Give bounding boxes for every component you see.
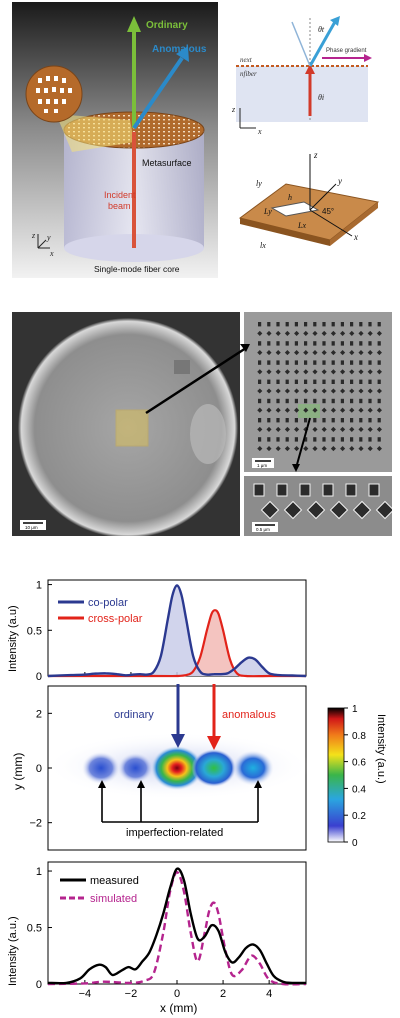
chart1-ytick-label: 1	[36, 580, 42, 592]
svg-text:z: z	[231, 105, 236, 114]
colorbar-tick-label: 0.2	[352, 811, 366, 822]
chart1-ytick-label: 0.5	[27, 625, 42, 637]
colorbar-tick-label: 0	[352, 838, 358, 849]
chart3-ytick-label: 0.5	[27, 923, 42, 935]
chart3-ytick-label: 1	[36, 866, 42, 878]
measured-simulated-chart: 0 0.5 1 −4 −2 0 2 4 measured simulated Intensit…	[7, 861, 307, 1015]
colorbar-tick-label: 0.8	[352, 731, 366, 742]
svg-text:x: x	[353, 232, 358, 242]
colorbar-tick-label: 0.6	[352, 758, 366, 769]
incident-label-2: beam	[108, 201, 131, 211]
measured-line	[47, 867, 307, 985]
co-polar-fill	[48, 585, 306, 676]
chart2-ylabel: y (mm)	[11, 753, 25, 790]
metasurface-region	[115, 409, 149, 447]
heatmap-spot	[232, 750, 274, 786]
sem-scale-detail: 0.5 μm	[256, 527, 270, 532]
chart2-ytick-label: −2	[29, 818, 42, 830]
svg-text:y: y	[337, 176, 342, 186]
Ly-label: Ly	[263, 207, 272, 216]
fiber-schematic: Ordinary Anomalous Metasurface Incident …	[12, 2, 218, 278]
legend-cross-polar: cross-polar	[88, 613, 143, 625]
sem-scale-main: 10 μm	[25, 525, 38, 530]
colorbar-tick-label: 1	[352, 704, 358, 715]
chart1-ylabel: Intensity (a.u)	[7, 605, 19, 672]
chart3-xtick-label: 4	[266, 988, 272, 1000]
chart3-ylabel: Intensity (a.u.)	[7, 916, 19, 986]
incident-label-1: Incident	[104, 190, 136, 200]
chart2-ytick-label: 2	[36, 708, 42, 720]
chart1-ytick-label: 0	[36, 671, 42, 683]
n-ext-label: next	[240, 56, 253, 64]
lx-label: lx	[260, 241, 266, 250]
chart3-xtick-label: 0	[174, 988, 180, 1000]
angle-label: 45°	[322, 207, 334, 216]
legend-co-polar: co-polar	[88, 597, 128, 609]
unit-cell-slot	[270, 201, 320, 217]
chart3-ytick-label: 0	[36, 979, 42, 991]
chart2-ytick-label: 0	[36, 763, 42, 775]
svg-text:z: z	[313, 150, 318, 160]
axes-icon	[37, 234, 50, 249]
anomalous-label: Anomalous	[152, 44, 207, 55]
n-fiber-label: nfiber	[240, 70, 257, 78]
chart3-xtick-label: −4	[79, 988, 92, 1000]
svg-text:x: x	[49, 249, 54, 258]
Lx-label: Lx	[297, 221, 306, 230]
phase-gradient-label: Phase gradient	[326, 48, 367, 54]
sem-array-image: 1 μm	[244, 312, 392, 472]
sem-connectors	[145, 344, 311, 472]
colorbar	[327, 707, 345, 843]
colorbar-label: Intensity (a.u.)	[375, 714, 387, 784]
co-polar-line	[47, 584, 307, 678]
svg-text:x: x	[257, 127, 262, 136]
sem-scale-zoom: 1 μm	[257, 463, 267, 468]
heatmap-spot	[81, 751, 120, 785]
heatmap-spot	[191, 748, 237, 788]
chart3-xtick-label: 2	[220, 988, 226, 1000]
chart3-xtick-label: −2	[125, 988, 138, 1000]
sem-fiber-image: 10 μm	[12, 312, 240, 538]
unit-cell-schematic: z y x ly lx Ly Lx h 45°	[226, 144, 396, 272]
svg-text:y: y	[46, 233, 51, 242]
sem-detail-image: 0.5 μm	[244, 476, 395, 536]
metasurface-label: Metasurface	[142, 158, 192, 168]
imperfection-annotation: imperfection-related	[126, 827, 223, 839]
axes-icon	[239, 108, 256, 129]
refraction-schematic: Phase gradient θt θi next nfiber z x	[226, 4, 396, 136]
h-label: h	[288, 193, 292, 202]
ordinary-label: Ordinary	[146, 20, 188, 31]
chart3-frame	[47, 861, 307, 985]
far-field-heatmap: 2 0 −2 ordinary anomalous imperfection-rel…	[11, 684, 387, 851]
ordinary-annotation: ordinary	[114, 709, 154, 721]
ly-label: ly	[256, 179, 262, 188]
theta-i-label: θi	[318, 93, 324, 102]
anomalous-annotation: anomalous	[222, 709, 276, 721]
detail-region-marker	[298, 404, 320, 418]
zoom-region-marker	[174, 360, 190, 374]
fiber-core-label: Single-mode fiber core	[94, 264, 180, 274]
heatmap-spot	[117, 752, 154, 784]
legend-simulated: simulated	[90, 893, 137, 905]
colorbar-tick-label: 0.4	[352, 784, 366, 795]
chart3-xlabel: x (mm)	[160, 1001, 197, 1015]
svg-text:z: z	[31, 231, 36, 240]
legend-measured: measured	[90, 875, 139, 887]
polarization-profile-chart: 0 0.5 1 co-polar cross-polar Intensity (a.…	[7, 579, 307, 683]
simulated-line	[47, 870, 307, 986]
cross-polar-line	[47, 609, 306, 678]
heatmap-spot	[151, 745, 203, 791]
theta-t-label: θt	[318, 25, 325, 34]
